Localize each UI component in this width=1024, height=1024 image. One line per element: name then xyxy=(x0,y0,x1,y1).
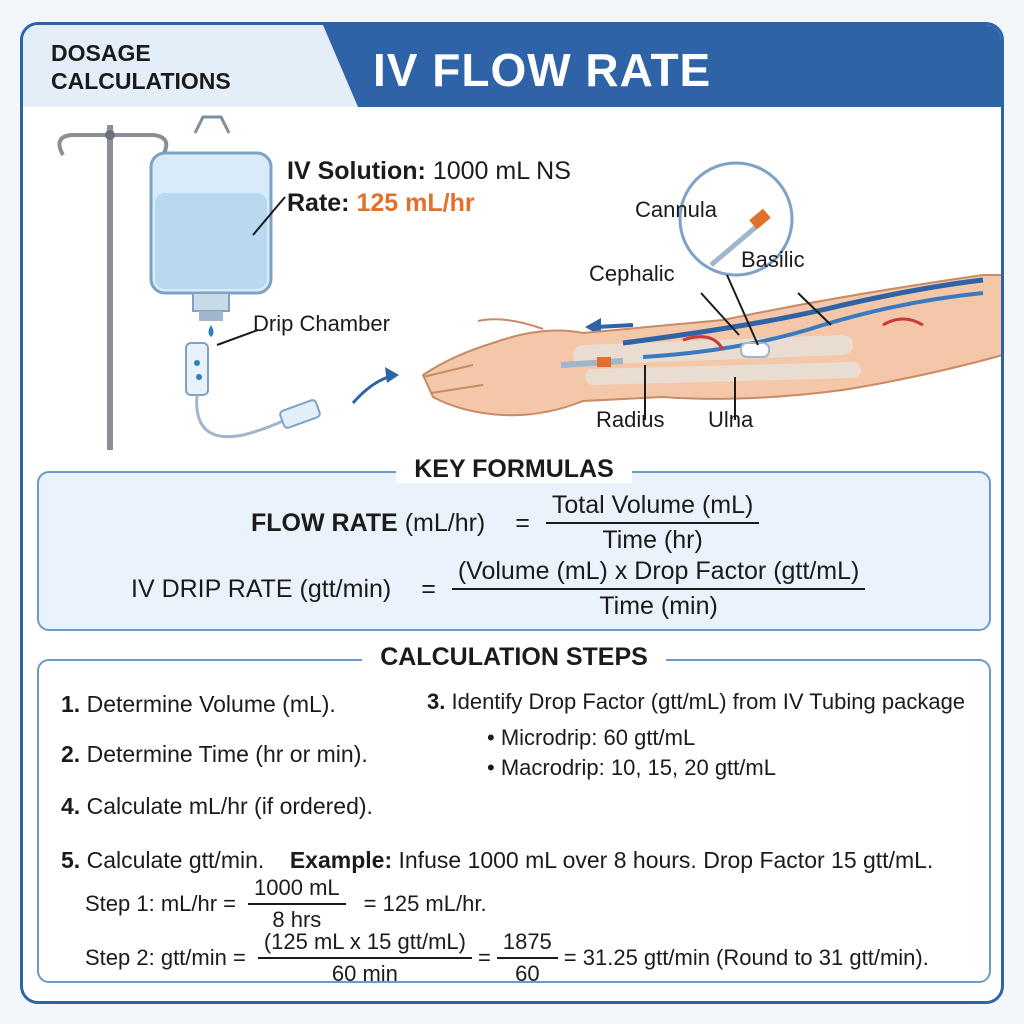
step-5: 5. Calculate gtt/min. Example: Infuse 10… xyxy=(61,847,933,874)
step-1-number: 1. xyxy=(61,691,81,717)
calculation-steps-panel: CALCULATION STEPS 1. Determine Volume (m… xyxy=(37,643,991,986)
step-2-number: 2. xyxy=(61,741,81,767)
example-step-2-denominator-2: 60 xyxy=(515,961,540,986)
header-banner xyxy=(323,25,1001,107)
example-step-2-numerator: (125 mL x 15 gtt/mL) xyxy=(257,929,472,959)
flow-rate-denominator: Time (hr) xyxy=(602,526,703,554)
step-2: 2. Determine Time (hr or min). xyxy=(61,741,368,768)
iv-solution-line: IV Solution: 1000 mL NS xyxy=(287,155,571,187)
step-3-text: Identify Drop Factor (gtt/mL) from IV Tu… xyxy=(451,689,966,714)
drip-rate-formula: IV DRIP RATE (gtt/min) = (Volume (mL) x … xyxy=(131,557,866,621)
example-step-2-rhs: = 31.25 gtt/min (Round to 31 gtt/min). xyxy=(563,945,929,970)
flow-rate-formula: FLOW RATE (mL/hr) = Total Volume (mL) Ti… xyxy=(251,491,760,555)
example-text: Infuse 1000 mL over 8 hours. Drop Factor… xyxy=(398,847,934,873)
example-step-2: Step 2: gtt/min = (125 mL x 15 gtt/mL) 6… xyxy=(85,929,935,987)
key-formulas-title: KEY FORMULAS xyxy=(396,455,632,483)
flow-rate-numerator: Total Volume (mL) xyxy=(545,491,760,524)
step-2-text: Determine Time (hr or min). xyxy=(86,741,368,767)
example-step-2-lhs: Step 2: gtt/min = xyxy=(85,945,246,970)
cephalic-label: Cephalic xyxy=(589,261,675,286)
radius-label: Radius xyxy=(596,407,665,432)
flow-rate-unit: (mL/hr) xyxy=(404,508,486,537)
flow-rate-lhs: FLOW RATE xyxy=(251,508,398,537)
flow-rate-equals: = xyxy=(515,508,530,537)
iv-illustration xyxy=(57,115,1001,450)
bullet-macrodrip: • Macrodrip: 10, 15, 20 gtt/mL xyxy=(487,755,776,780)
step-4: 4. Calculate mL/hr (if ordered). xyxy=(61,793,373,820)
drip-chamber-label: Drip Chamber xyxy=(253,311,390,336)
iv-solution-label: IV Solution: xyxy=(287,157,426,185)
drip-rate-numerator: (Volume (mL) x Drop Factor (gtt/mL) xyxy=(451,557,866,590)
step-1-text: Determine Volume (mL). xyxy=(86,691,336,717)
cannula-label: Cannula xyxy=(635,197,717,222)
example-label: Example: xyxy=(289,847,393,873)
iv-pole xyxy=(57,125,169,450)
key-formulas-panel: KEY FORMULAS FLOW RATE (mL/hr) = Total V… xyxy=(37,455,991,631)
calculation-steps-title: CALCULATION STEPS xyxy=(362,643,666,671)
iv-info: IV Solution: 1000 mL NS Rate: 125 mL/hr xyxy=(287,155,571,219)
page-title: IV FLOW RATE CALCULATION xyxy=(373,44,713,150)
step-5-number: 5. xyxy=(61,847,81,873)
header-kicker: DOSAGE CALCULATIONS xyxy=(51,39,231,95)
step-3: 3. Identify Drop Factor (gtt/mL) from IV… xyxy=(427,689,965,715)
iv-rate-value: 125 mL/hr xyxy=(356,189,475,217)
iv-bag xyxy=(149,115,273,337)
arm xyxy=(421,274,1001,417)
basilic-label: Basilic xyxy=(741,247,805,272)
kicker-line-1: DOSAGE xyxy=(51,40,151,66)
example-step-2-denominator: 60 min xyxy=(331,961,398,986)
bullet-microdrip: • Microdrip: 60 gtt/mL xyxy=(487,725,696,750)
header-kicker-panel: DOSAGE CALCULATIONS xyxy=(23,25,363,107)
iv-solution-value: 1000 mL NS xyxy=(432,157,571,185)
step-3-number: 3. xyxy=(427,689,446,714)
ulna-label: Ulna xyxy=(708,407,754,432)
example-step-2-equals: = xyxy=(477,945,491,970)
example-step-1-rhs: = 125 mL/hr. xyxy=(363,891,487,916)
kicker-line-2: CALCULATIONS xyxy=(51,68,231,94)
step-4-number: 4. xyxy=(61,793,81,819)
step-4-text: Calculate mL/hr (if ordered). xyxy=(86,793,373,819)
step-1: 1. Determine Volume (mL). xyxy=(61,691,336,718)
cannula-magnifier xyxy=(678,161,794,346)
iv-rate-line: Rate: 125 mL/hr xyxy=(287,187,571,219)
drip-rate-equals: = xyxy=(421,574,436,603)
drip-chamber xyxy=(185,342,321,439)
drip-rate-lhs: IV DRIP RATE (gtt/min) xyxy=(131,574,392,603)
iv-rate-label: Rate: xyxy=(287,189,350,217)
example-step-1: Step 1: mL/hr = 1000 mL 8 hrs = 125 mL/h… xyxy=(85,875,493,933)
example-step-1-lhs: Step 1: mL/hr = xyxy=(85,891,237,916)
drip-rate-denominator: Time (min) xyxy=(599,592,718,620)
infographic-frame: DOSAGE CALCULATIONS IV FLOW RATE CALCULA… xyxy=(20,22,1004,1004)
example-step-1-numerator: 1000 mL xyxy=(248,875,346,905)
step-5-text: Calculate gtt/min. xyxy=(86,847,265,873)
example-step-1-denominator: 8 hrs xyxy=(272,907,322,932)
example-step-2-numerator-2: 1875 xyxy=(496,929,558,959)
